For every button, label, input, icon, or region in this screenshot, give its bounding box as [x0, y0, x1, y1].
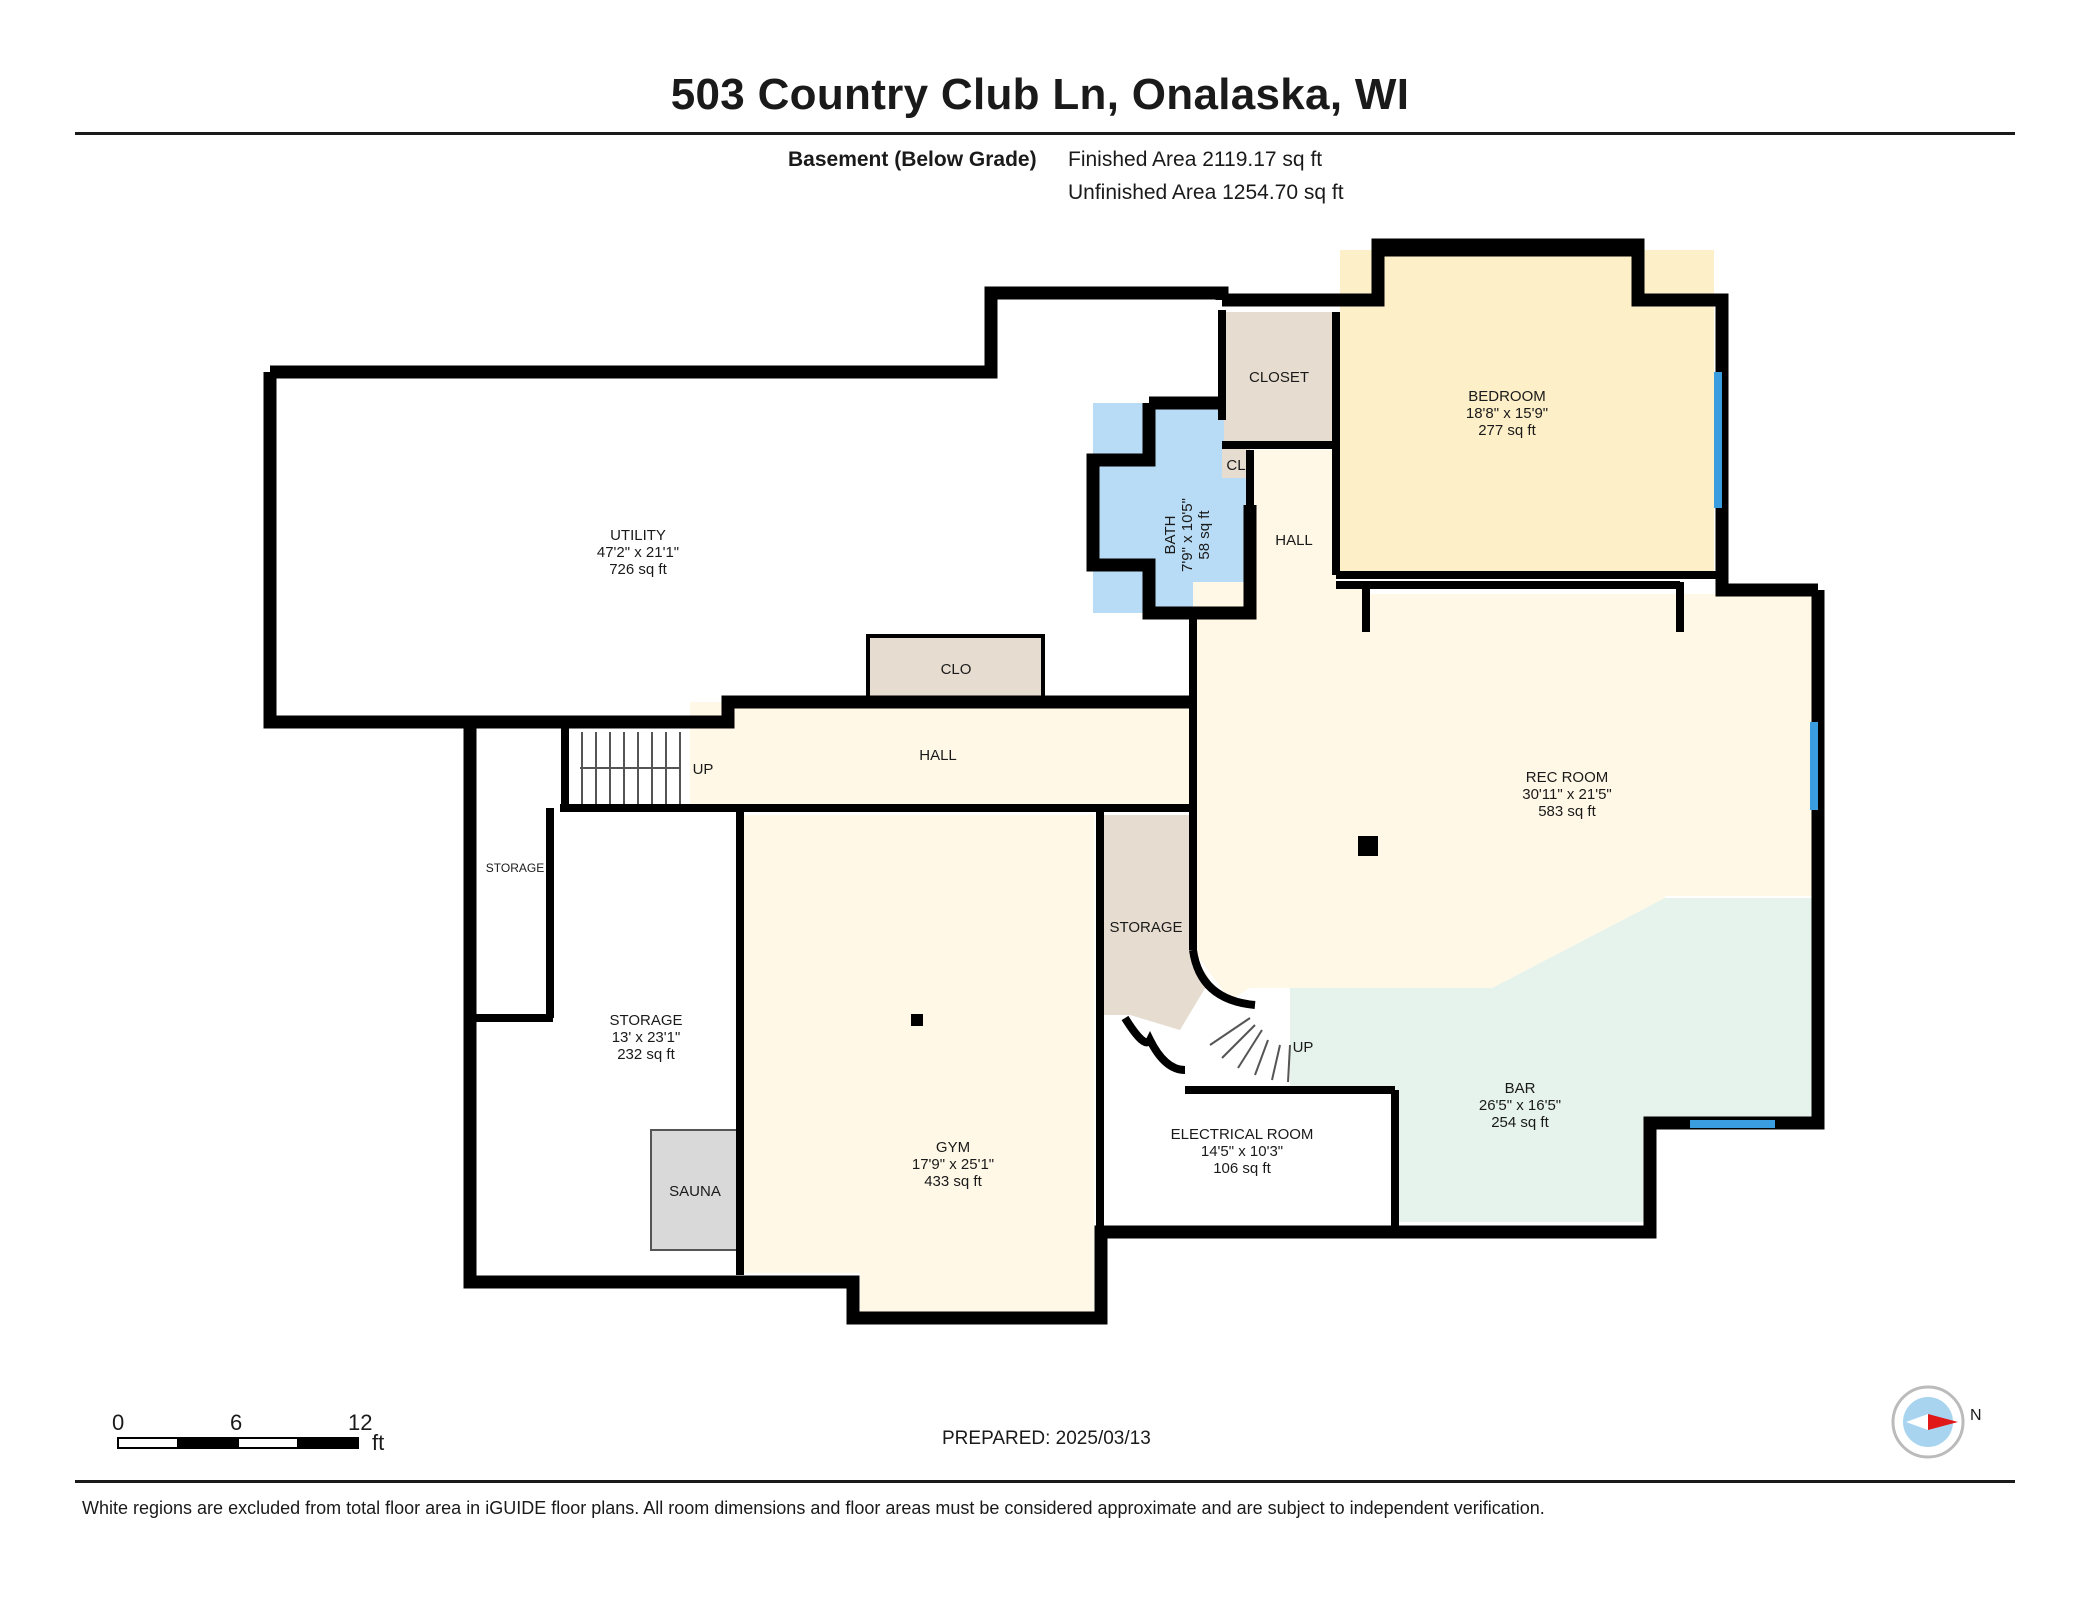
stairs-1: [580, 732, 681, 804]
prepared-date: PREPARED: 2025/03/13: [942, 1428, 1151, 1449]
scale-bar: [117, 1437, 359, 1449]
finished-area: Finished Area 2119.17 sq ft: [1068, 148, 1323, 171]
footer-disclaimer: White regions are excluded from total fl…: [82, 1498, 1545, 1518]
bar-dims: 26'5" x 16'5": [1479, 1097, 1561, 1114]
utility-wall: [270, 286, 1229, 379]
cl-fill: [1222, 448, 1250, 478]
bath-area: 58 sq ft: [1196, 510, 1213, 560]
windows: [1690, 372, 1818, 1128]
utility-name: UTILITY: [610, 527, 666, 544]
bath-fill: [1093, 403, 1250, 613]
compass-icon: [1891, 1385, 1965, 1459]
hall-main-name: HALL: [919, 747, 957, 764]
scale-tick-6: 6: [230, 1410, 243, 1435]
electrical-name: ELECTRICAL ROOM: [1171, 1126, 1314, 1143]
rec-room-fill: [1193, 582, 1812, 1000]
utility-area: 726 sq ft: [609, 561, 667, 578]
gym-column: [911, 1014, 923, 1026]
stairs-up-1: UP: [693, 761, 714, 778]
storage-mid-curve: [1121, 1015, 1186, 1074]
hall-upper-name: HALL: [1275, 532, 1313, 549]
storage-mid-name: STORAGE: [1109, 919, 1182, 936]
bar-name: BAR: [1505, 1080, 1536, 1097]
room-fills: [650, 250, 1812, 1318]
clo-name: CLO: [941, 661, 972, 678]
rec-room-dims: 30'11" x 21'5": [1522, 786, 1612, 803]
rec-column: [1358, 836, 1378, 856]
hall-main-fill: [690, 702, 1190, 808]
sauna-name: SAUNA: [669, 1183, 721, 1200]
rec-curve: [1189, 949, 1256, 1009]
title-divider: [75, 132, 2015, 135]
closet-fill: [1224, 312, 1336, 442]
compass-north-label: N: [1970, 1407, 1982, 1424]
floor-name: Basement (Below Grade): [788, 148, 1037, 171]
bedroom-area: 277 sq ft: [1478, 422, 1536, 439]
footer-divider: [75, 1480, 2015, 1483]
storage-main-name: STORAGE: [609, 1012, 682, 1029]
rec-room-area: 583 sq ft: [1538, 803, 1596, 820]
storage-mid-fill: [1100, 815, 1210, 1030]
closet-name: CLOSET: [1249, 369, 1309, 386]
scale-tick-0: 0: [112, 1410, 125, 1435]
gym-dims: 17'9" x 25'1": [912, 1156, 994, 1173]
clo-box: [866, 634, 1045, 704]
bedroom-dims: 18'8" x 15'9": [1466, 405, 1548, 422]
bath-outline: [1086, 403, 1257, 620]
interior-walls: [470, 310, 1722, 1318]
storage-main-dims: 13' x 23'1": [612, 1029, 681, 1046]
storage-small-name: STORAGE: [486, 861, 544, 875]
scale-unit: ft: [372, 1430, 385, 1455]
bar-fill: [1290, 898, 1812, 1222]
utility-dims: 47'2" x 21'1": [597, 544, 679, 561]
stairs-2: [1209, 1017, 1291, 1083]
utility-bottom-wall: [473, 695, 1193, 729]
bath-name: BATH: [1162, 516, 1179, 555]
page-title: 503 Country Club Ln, Onalaska, WI: [670, 70, 1410, 119]
scale-tick-12: 12: [348, 1410, 373, 1435]
hall-upper-fill: [1254, 450, 1336, 582]
bar-area: 254 sq ft: [1491, 1114, 1549, 1131]
sauna-fill: [650, 1129, 741, 1251]
stairs-up-2: UP: [1293, 1039, 1314, 1056]
storage-main-area: 232 sq ft: [617, 1046, 675, 1063]
bedroom-right-step: [1371, 238, 1645, 300]
utility-left-wall: [263, 372, 473, 729]
bedroom-name: BEDROOM: [1468, 388, 1546, 405]
gym-fill: [742, 815, 1094, 1318]
electrical-dims: 14'5" x 10'3": [1201, 1143, 1283, 1160]
unfinished-area: Unfinished Area 1254.70 sq ft: [1068, 181, 1344, 204]
gym-area: 433 sq ft: [924, 1173, 982, 1190]
cl-name: CL: [1226, 457, 1245, 474]
rec-room-name: REC ROOM: [1526, 769, 1609, 786]
bath-dims: 7'9" x 10'5": [1179, 498, 1196, 572]
gym-name: GYM: [936, 1139, 970, 1156]
electrical-area: 106 sq ft: [1213, 1160, 1271, 1177]
